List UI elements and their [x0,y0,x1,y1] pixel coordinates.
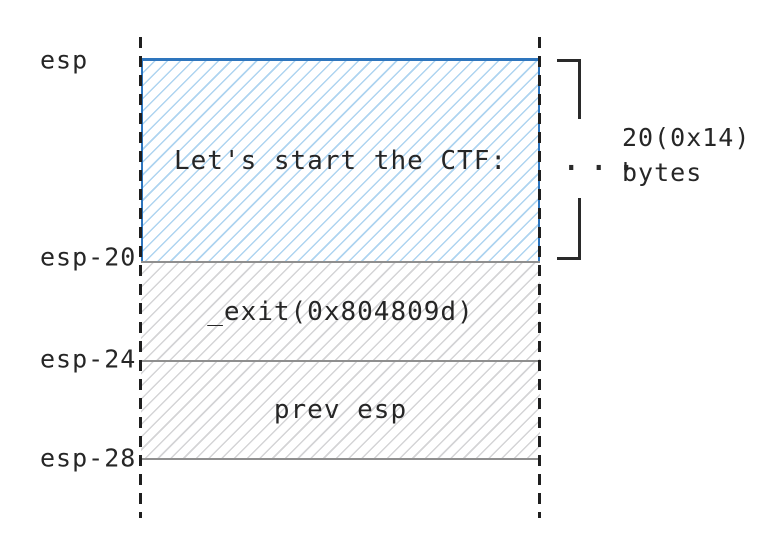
stack-region-prev-esp: prev esp [141,360,540,460]
size-bracket-bottom [557,257,581,260]
stack-right-edge-dashed-line [538,37,541,518]
size-bracket-top [557,59,581,62]
stack-region-buffer: Let's start the CTF: [141,58,540,261]
pointer-label-esp-28: esp-28 [40,443,137,473]
pointer-label-esp: esp [40,45,89,75]
stack-region-prev-esp-label: prev esp [273,395,408,425]
size-annotation-unit: bytes [622,158,703,187]
stack-region-buffer-label: Let's start the CTF: [173,146,508,176]
size-annotation-value: 20(0x14) [622,123,751,152]
pointer-label-esp-20: esp-20 [40,242,137,272]
size-bracket-lower-segment [578,198,581,260]
pointer-label-esp-24: esp-24 [40,344,137,374]
size-bracket-upper-segment [578,59,581,119]
stack-left-edge-dashed-line [139,37,142,518]
stack-region-exit-address: _exit(0x804809d) [141,261,540,360]
size-annotation: 20(0x14) bytes [622,120,750,190]
ellipsis-dots: ··· [561,148,644,189]
stack-region-exit-address-label: _exit(0x804809d) [207,296,474,327]
